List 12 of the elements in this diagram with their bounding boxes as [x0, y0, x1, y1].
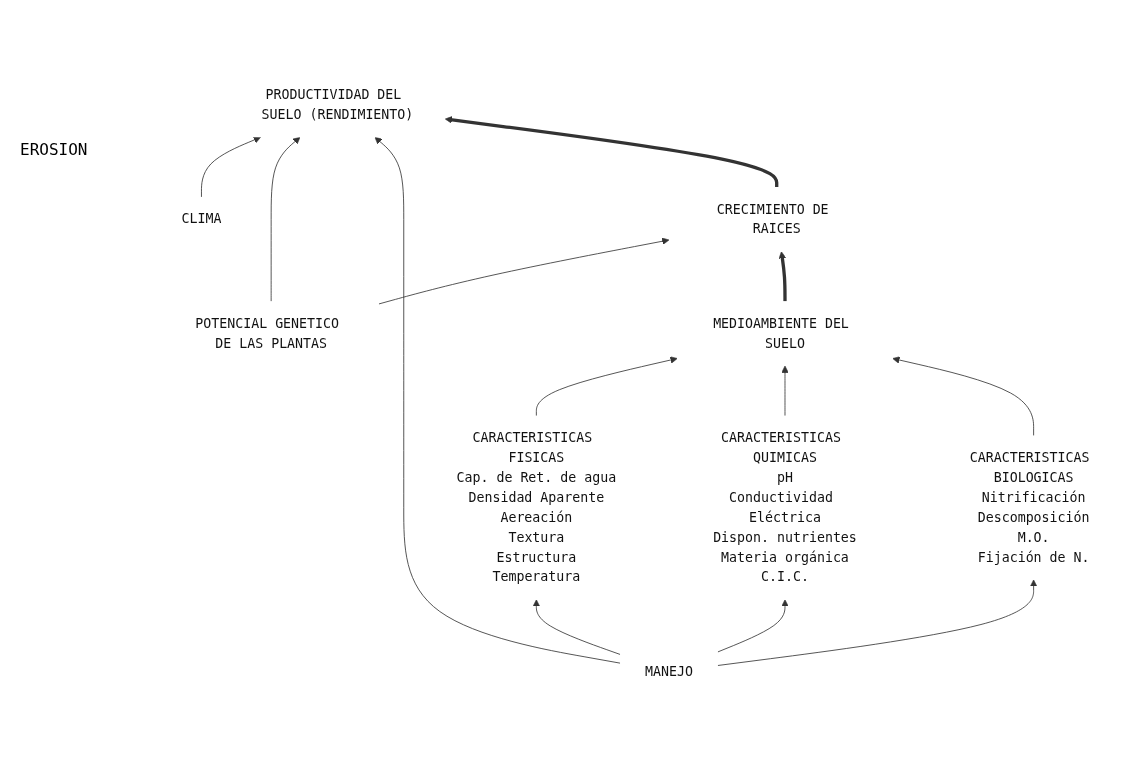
node-text: CARACTERISTICAS QUIMICAS pH Conductividad Eléctrica Dispon. nutrientes Materia orgánica C.I.C. — [713, 429, 857, 585]
concept-label: EROSION — [20, 140, 89, 159]
node-text: POTENCIAL GENETICO DE LAS PLANTAS — [195, 315, 339, 351]
arrow — [444, 115, 779, 187]
arrow — [778, 250, 787, 301]
node-text: PRODUCTIVIDAD DEL SUELO (RENDIMIENTO) — [261, 86, 414, 122]
node-text: MANEJO — [645, 663, 693, 679]
node-text: CLIMA — [181, 210, 222, 227]
node-text: CARACTERISTICAS FISICAS Cap. de Ret. de agua Densidad Aparente Aereación Textura Estructura Temperatura — [456, 429, 617, 585]
node-text: CARACTERISTICAS BIOLOGICAS Nitrificación Descomposición M.O. Fijación de N. — [969, 449, 1090, 565]
node-text: MEDIOAMBIENTE DEL SUELO — [713, 315, 849, 351]
node-text: CRECIMIENTO DE RAICES — [716, 200, 829, 237]
